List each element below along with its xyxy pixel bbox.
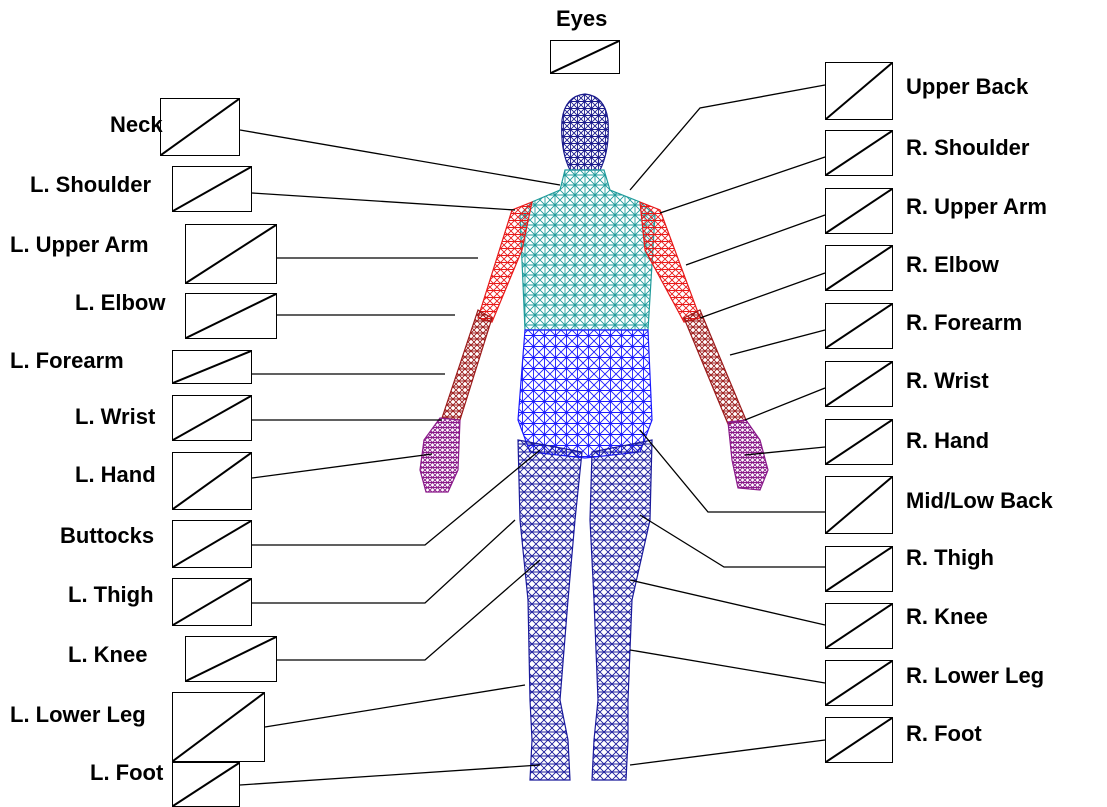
checkbox-l-upper-arm[interactable] [185,224,277,284]
box-slash-icon [826,362,892,406]
label-r-forearm: R. Forearm [906,312,1022,334]
box-slash-icon [826,420,892,464]
label-mid-low-back: Mid/Low Back [906,490,1053,512]
checkbox-r-wrist[interactable] [825,361,893,407]
figure-legs [518,440,652,780]
box-slash-icon [173,763,239,806]
label-upper-back: Upper Back [906,76,1028,98]
label-r-elbow: R. Elbow [906,254,999,276]
label-eyes: Eyes [556,8,607,30]
box-slash-icon [173,693,264,761]
checkbox-neck[interactable] [160,98,240,156]
box-slash-icon [173,351,251,383]
box-slash-icon [826,189,892,233]
checkbox-l-wrist[interactable] [172,395,252,441]
label-neck: Neck [110,114,163,136]
box-slash-icon [173,579,251,625]
label-l-lower-leg: L. Lower Leg [10,704,146,726]
checkbox-r-thigh[interactable] [825,546,893,592]
label-r-foot: R. Foot [906,723,982,745]
label-r-knee: R. Knee [906,606,988,628]
checkbox-l-knee[interactable] [185,636,277,682]
checkbox-eyes[interactable] [550,40,620,74]
box-slash-icon [826,246,892,290]
checkbox-l-elbow[interactable] [185,293,277,339]
box-slash-icon [551,41,619,73]
label-buttocks: Buttocks [60,525,154,547]
box-slash-icon [826,304,892,348]
label-r-shoulder: R. Shoulder [906,137,1029,159]
box-slash-icon [826,718,892,762]
label-l-wrist: L. Wrist [75,406,155,428]
label-l-forearm: L. Forearm [10,350,124,372]
label-r-lower-leg: R. Lower Leg [906,665,1044,687]
label-r-wrist: R. Wrist [906,370,989,392]
label-l-thigh: L. Thigh [68,584,154,606]
checkbox-buttocks[interactable] [172,520,252,568]
label-r-thigh: R. Thigh [906,547,994,569]
figure-head [562,94,609,170]
label-l-upper-arm: L. Upper Arm [10,234,149,256]
checkbox-mid-low-back[interactable] [825,476,893,534]
figure-upper-torso [520,170,655,330]
checkbox-l-hand[interactable] [172,452,252,510]
box-slash-icon [826,604,892,648]
checkbox-r-upper-arm[interactable] [825,188,893,234]
box-slash-icon [173,167,251,211]
box-slash-icon [186,637,276,681]
box-slash-icon [186,225,276,283]
checkbox-r-elbow[interactable] [825,245,893,291]
checkbox-r-foot[interactable] [825,717,893,763]
checkbox-r-forearm[interactable] [825,303,893,349]
label-l-elbow: L. Elbow [75,292,165,314]
box-slash-icon [826,477,892,533]
figure-pelvis [518,330,652,458]
label-l-knee: L. Knee [68,644,147,666]
checkbox-r-knee[interactable] [825,603,893,649]
box-slash-icon [826,547,892,591]
label-r-upper-arm: R. Upper Arm [906,196,1047,218]
checkbox-r-lower-leg[interactable] [825,660,893,706]
label-l-shoulder: L. Shoulder [30,174,151,196]
box-slash-icon [826,661,892,705]
box-slash-icon [173,396,251,440]
checkbox-l-thigh[interactable] [172,578,252,626]
box-slash-icon [173,521,251,567]
checkbox-r-hand[interactable] [825,419,893,465]
checkbox-l-foot[interactable] [172,762,240,807]
box-slash-icon [161,99,239,155]
checkbox-upper-back[interactable] [825,62,893,120]
checkbox-l-shoulder[interactable] [172,166,252,212]
label-l-foot: L. Foot [90,762,163,784]
box-slash-icon [173,453,251,509]
checkbox-l-forearm[interactable] [172,350,252,384]
checkbox-r-shoulder[interactable] [825,130,893,176]
box-slash-icon [186,294,276,338]
label-r-hand: R. Hand [906,430,989,452]
box-slash-icon [826,63,892,119]
label-l-hand: L. Hand [75,464,156,486]
box-slash-icon [826,131,892,175]
checkbox-l-lower-leg[interactable] [172,692,265,762]
